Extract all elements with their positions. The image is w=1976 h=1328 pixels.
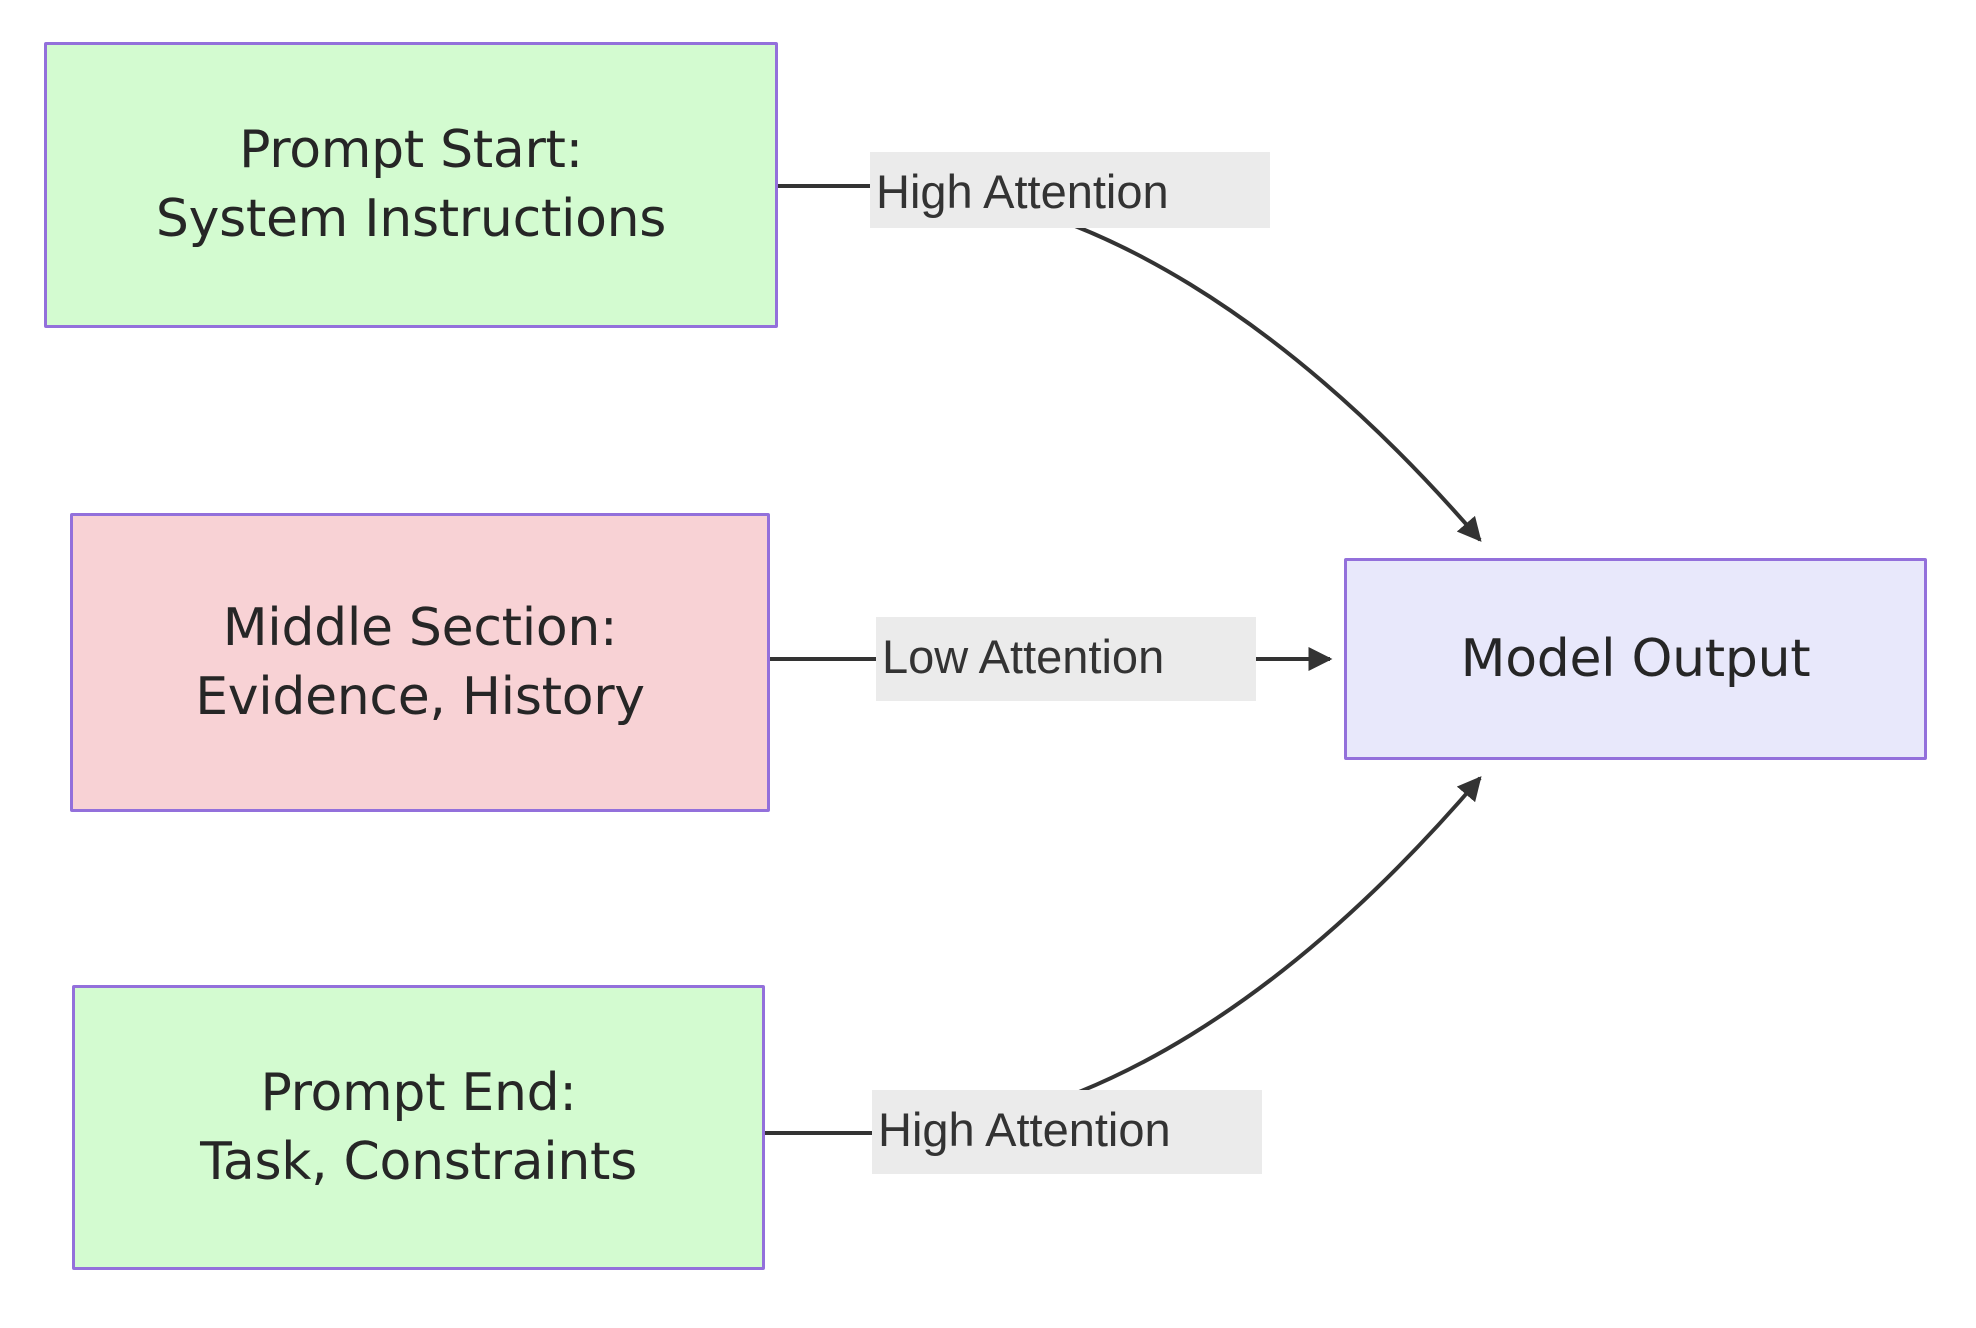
edge-label-low-attention: Low Attention [876, 617, 1256, 701]
node-prompt-start-line2: System Instructions [155, 189, 667, 249]
node-model-output-label: Model Output [1460, 628, 1811, 689]
edge-label-high-attention-top: High Attention [870, 152, 1270, 228]
node-middle-section[interactable]: Middle Section: Evidence, History [70, 513, 770, 812]
node-prompt-end-line2: Task, Constraints [200, 1131, 637, 1192]
node-prompt-start-line1: Prompt Start: [239, 120, 583, 181]
node-prompt-start[interactable]: Prompt Start: System Instructions [44, 42, 778, 328]
node-prompt-end[interactable]: Prompt End: Task, Constraints [72, 985, 765, 1270]
node-model-output[interactable]: Model Output [1344, 558, 1927, 760]
node-middle-section-line1: Middle Section: [222, 597, 618, 658]
node-middle-section-line2: Evidence, History [195, 666, 645, 727]
node-prompt-end-line1: Prompt End: [260, 1062, 577, 1123]
edge-end-to-output [765, 776, 1482, 1135]
edge-label-high-attention-bottom: High Attention [872, 1090, 1262, 1174]
edge-start-to-output [778, 184, 1482, 542]
